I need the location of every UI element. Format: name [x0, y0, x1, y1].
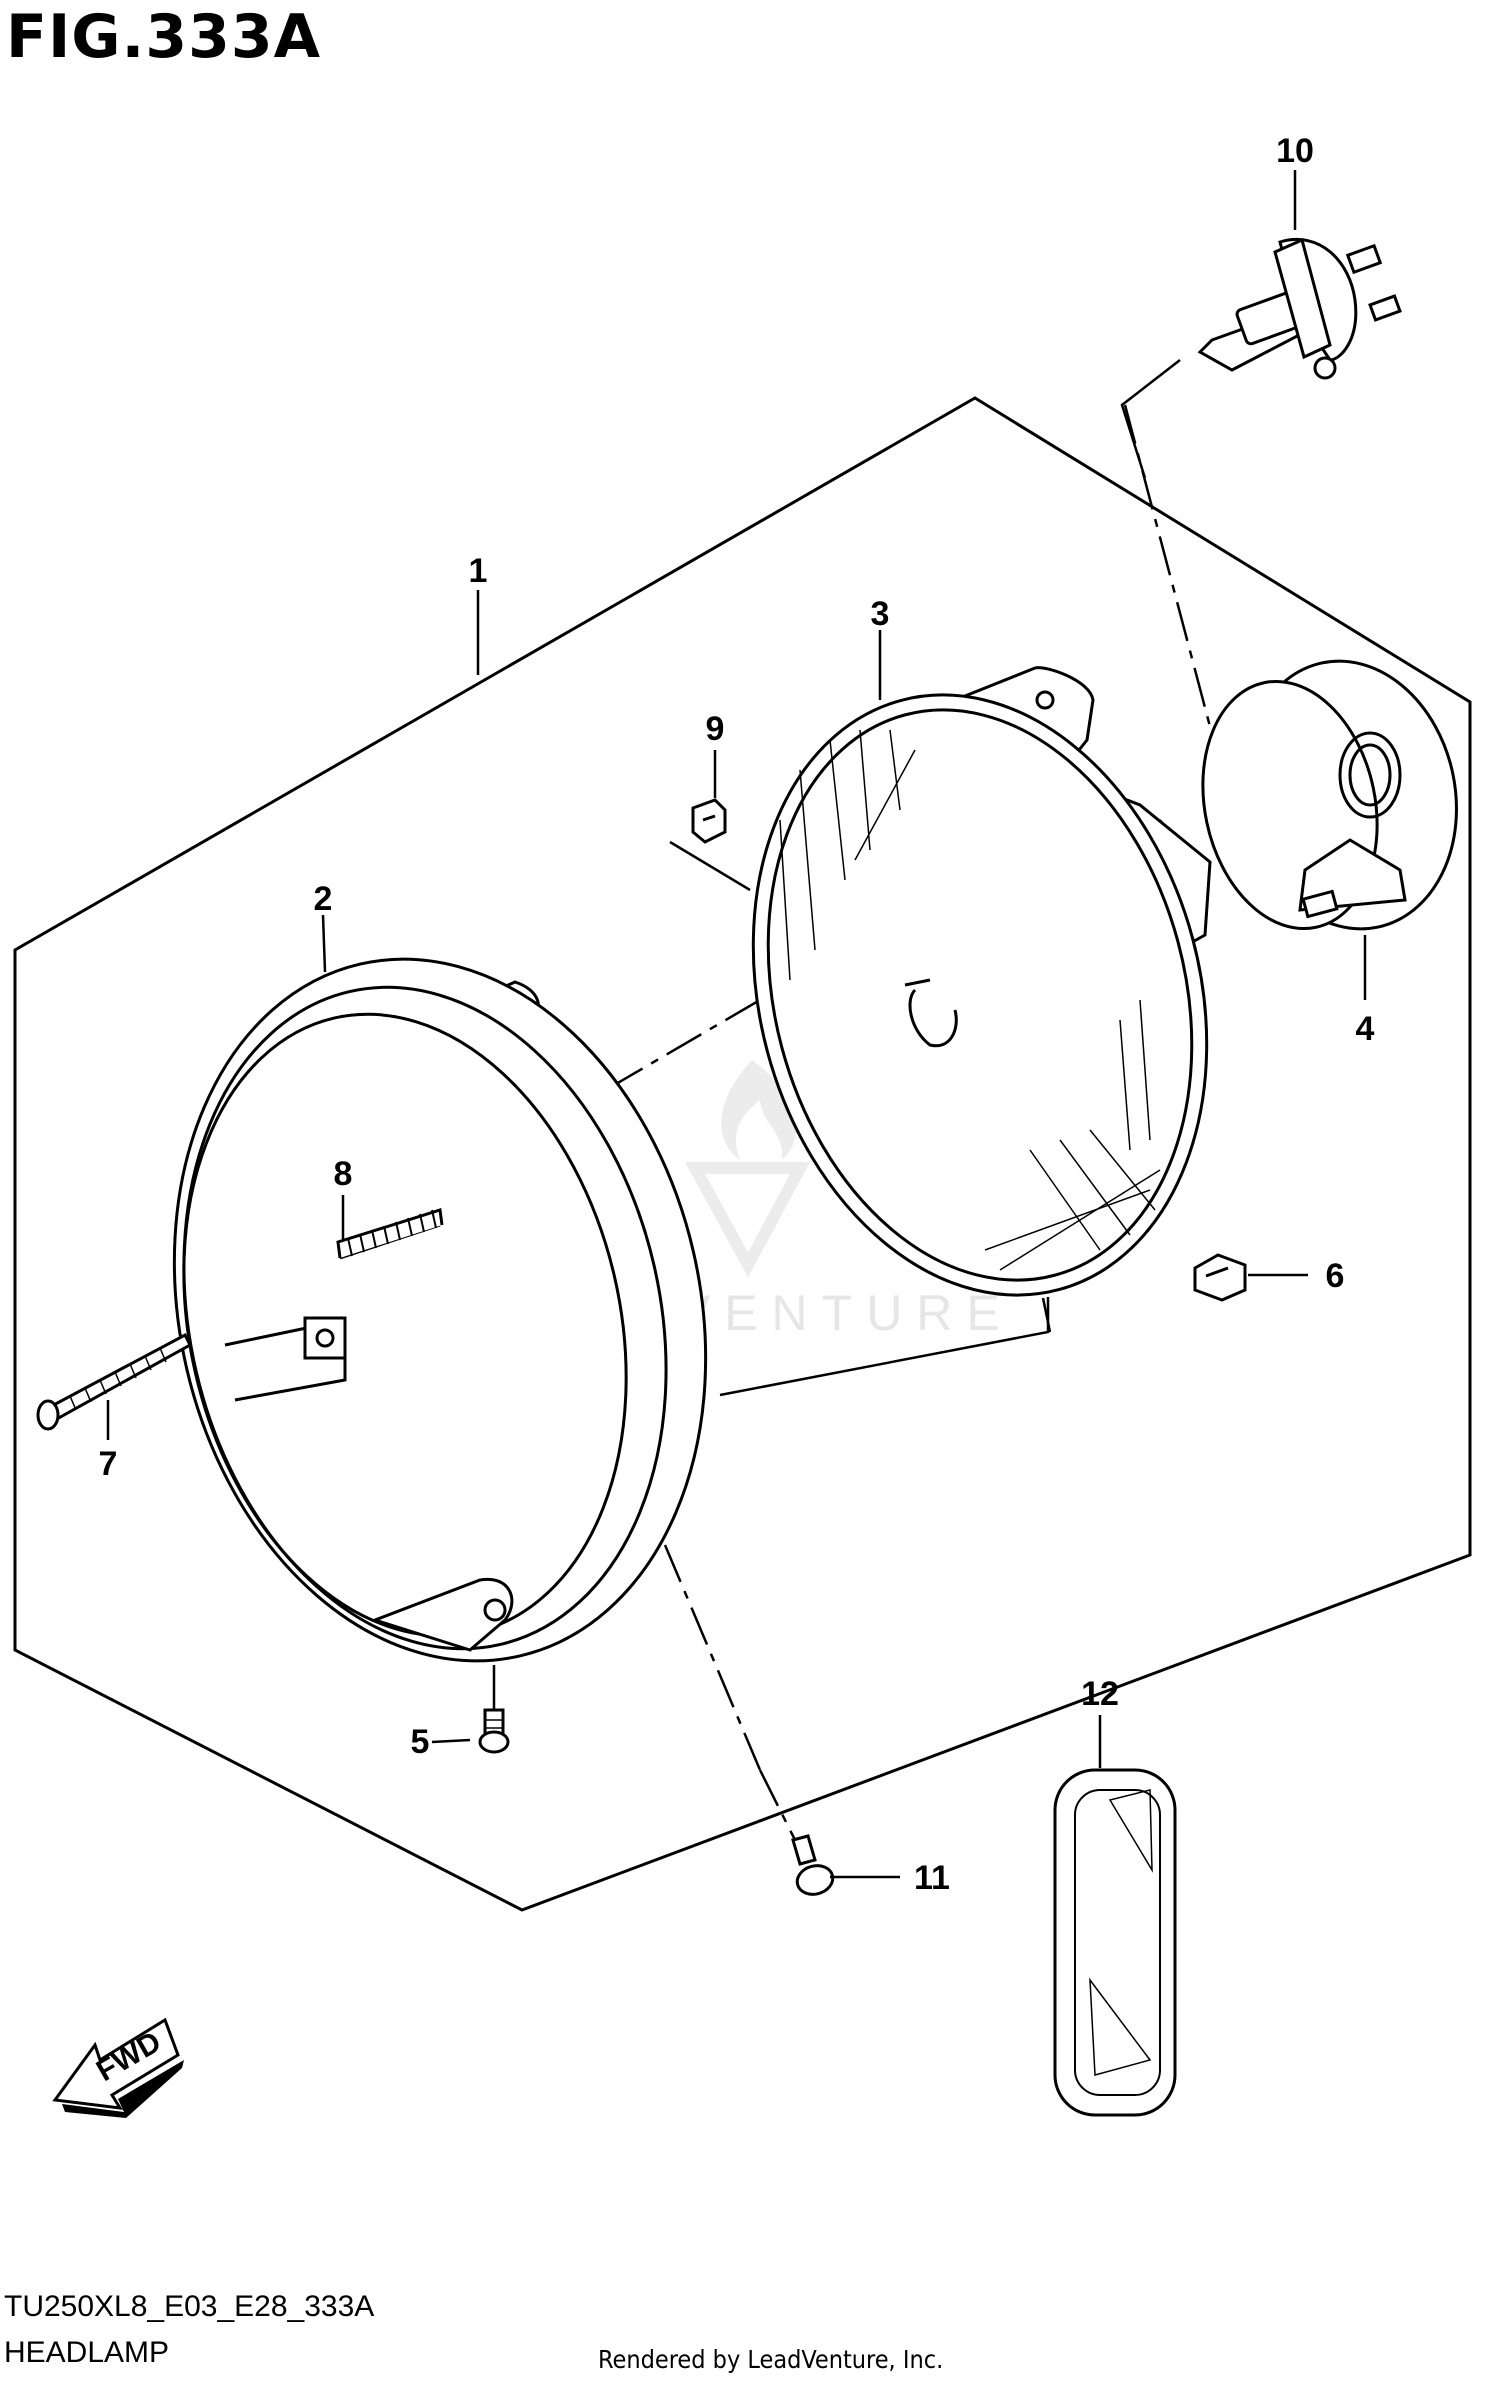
callout-10: 10 [1276, 132, 1314, 170]
reflector-pattern-bottom [1089, 1977, 1152, 2076]
figure-title: FIG.333A [6, 2, 322, 72]
fwd-arrow: FWD [52, 2017, 184, 2118]
rim-part [172, 957, 708, 1663]
callout-5: 5 [411, 1723, 430, 1761]
callout-4: 4 [1356, 1010, 1375, 1048]
callout-12: 12 [1081, 1675, 1119, 1713]
reflector-pattern-top [1108, 1789, 1153, 1873]
callout-2: 2 [314, 880, 333, 918]
figure-caption: HEADLAMP [4, 2336, 170, 2369]
spring-part [336, 1208, 444, 1260]
rendered-by-credit: Rendered by LeadVenture, Inc. [598, 2345, 944, 2374]
nut-part-6 [1193, 1253, 1247, 1302]
callout-leaders [106, 170, 1367, 1879]
screw-part-5 [478, 1708, 510, 1754]
assembly-outline [13, 396, 1472, 1912]
lens-pattern-bottom [984, 999, 1161, 1271]
callout-8: 8 [334, 1155, 353, 1193]
callout-7: 7 [99, 1445, 118, 1483]
socket-cover-part [1201, 659, 1458, 931]
callout-3: 3 [871, 595, 890, 633]
lens-pattern-top [779, 729, 916, 981]
callout-1: 1 [469, 552, 488, 590]
bulb-part [1197, 237, 1402, 380]
callout-9: 9 [706, 710, 725, 748]
screw-part-11 [791, 1834, 835, 1896]
reflector-part [1053, 1768, 1177, 2117]
model-code: TU250XL8_E03_E28_333A [4, 2290, 375, 2323]
adjusting-screw-part [36, 1332, 192, 1431]
nut-part-9 [691, 798, 727, 844]
headlamp-unit-part [751, 666, 1212, 1297]
callout-11: 11 [914, 1859, 950, 1897]
callout-6: 6 [1326, 1257, 1345, 1295]
